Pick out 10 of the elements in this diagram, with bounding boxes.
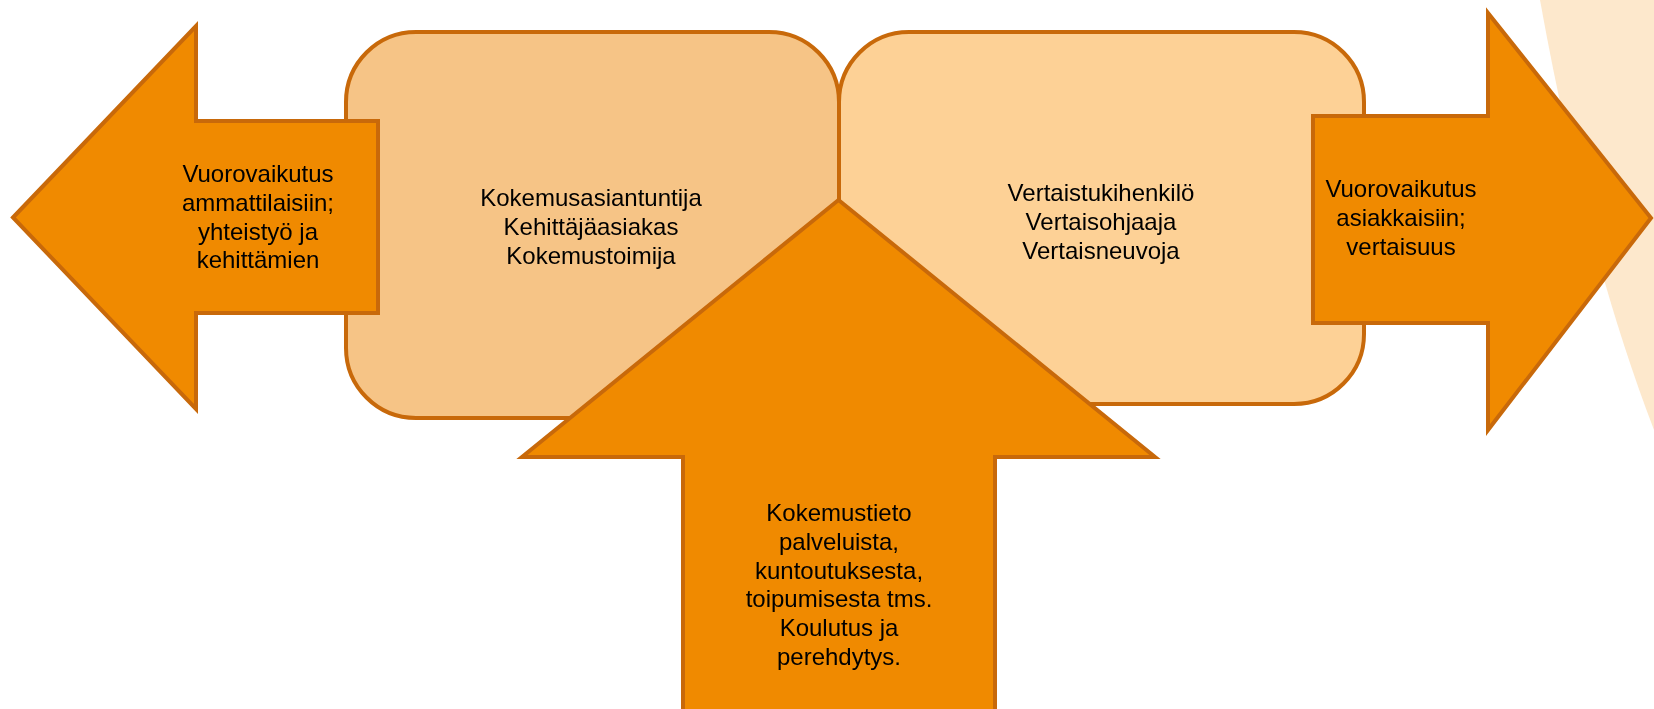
node-text: Kehittäjäasiakas xyxy=(503,212,679,242)
node-text: Vuorovaikutus ammattilaisiin; yhteistyö ja kehittämien xyxy=(180,160,335,276)
node-text: Vertaistukihenkilö xyxy=(1007,178,1195,208)
node-text: Kokemusasiantuntija xyxy=(480,183,702,213)
node-text: Vertaisohjaaja xyxy=(1025,207,1177,237)
node-text: Kokemustoimija xyxy=(506,241,676,271)
node-text: Vertaisneuvoja xyxy=(1022,236,1180,266)
node-text: Vuorovaikutus asiakkaisiin; vertaisuus xyxy=(1324,174,1478,262)
node-text: Koulutus ja perehdytys. xyxy=(775,613,903,672)
node-text: Kokemustieto palveluista, kuntoutuksesta, toipumisesta tms. xyxy=(744,498,934,614)
